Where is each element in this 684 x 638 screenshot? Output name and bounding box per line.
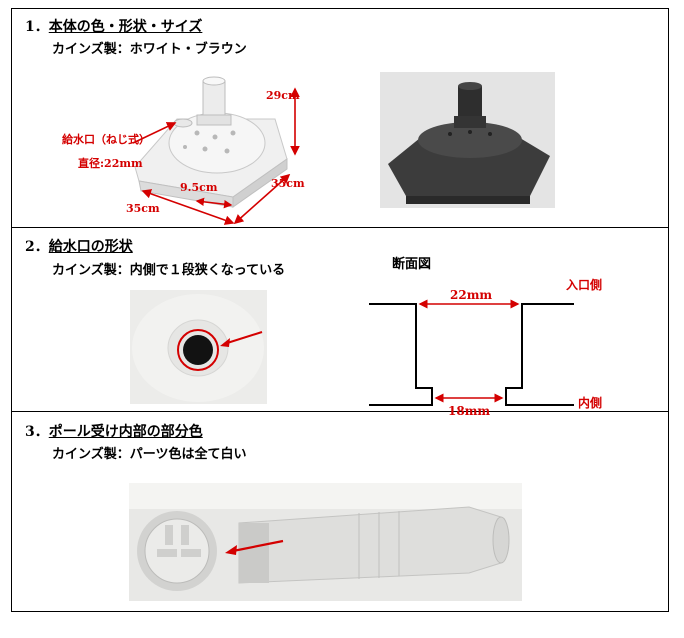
- label-inlet-side: 入口側: [566, 278, 603, 292]
- pole-receiver-photo: [129, 483, 522, 601]
- section-1-heading: 1．本体の色・形状・サイズ: [25, 16, 202, 36]
- white-stand-photo: [132, 76, 300, 225]
- section-2-number: 2．: [25, 239, 49, 255]
- section-3-title: ポール受け内部の部分色: [48, 424, 203, 440]
- section-2-subtitle: カインズ製：内側で１段狭くなっている: [52, 263, 286, 278]
- water-inlet-photo: [130, 290, 267, 404]
- cross-section-diagram: [369, 299, 574, 406]
- label-width: 35cm: [126, 202, 160, 215]
- cross-section-title: 断面図: [392, 257, 432, 272]
- brown-stand-photo: [380, 72, 555, 208]
- label-small-width: 9.5cm: [180, 181, 218, 194]
- section-1-number: 1．: [25, 19, 49, 35]
- label-inner-side: 内側: [578, 396, 603, 410]
- section-1-subtitle: カインズ製：ホワイト・ブラウン: [52, 42, 247, 57]
- section-2-title: 給水口の形状: [48, 239, 133, 255]
- section-water-inlet-shape: 2．給水口の形状 カインズ製：内側で１段狭くなっている 断面図: [12, 228, 668, 418]
- section-1-title: 本体の色・形状・サイズ: [48, 19, 203, 35]
- label-water-inlet: 給水口（ねじ式）: [62, 133, 150, 146]
- label-18mm: 18mm: [448, 404, 491, 418]
- label-height: 29cm: [266, 89, 300, 102]
- label-depth: 35cm: [271, 177, 305, 190]
- section-body-color-shape-size: 1．本体の色・形状・サイズ カインズ製：ホワイト・ブラウン: [12, 9, 668, 228]
- label-22mm: 22mm: [450, 288, 493, 302]
- section-pole-receiver-interior: 3．ポール受け内部の部分色 カインズ製：パーツ色は全て白い: [12, 412, 668, 611]
- section-3-subtitle: カインズ製：パーツ色は全て白い: [52, 447, 247, 462]
- document-frame: 1．本体の色・形状・サイズ カインズ製：ホワイト・ブラウン: [11, 8, 669, 612]
- section-3-heading: 3．ポール受け内部の部分色: [25, 421, 203, 441]
- section-2-heading: 2．給水口の形状: [25, 236, 133, 256]
- section-3-number: 3．: [25, 424, 49, 440]
- label-diameter: 直径:22mm: [78, 157, 143, 170]
